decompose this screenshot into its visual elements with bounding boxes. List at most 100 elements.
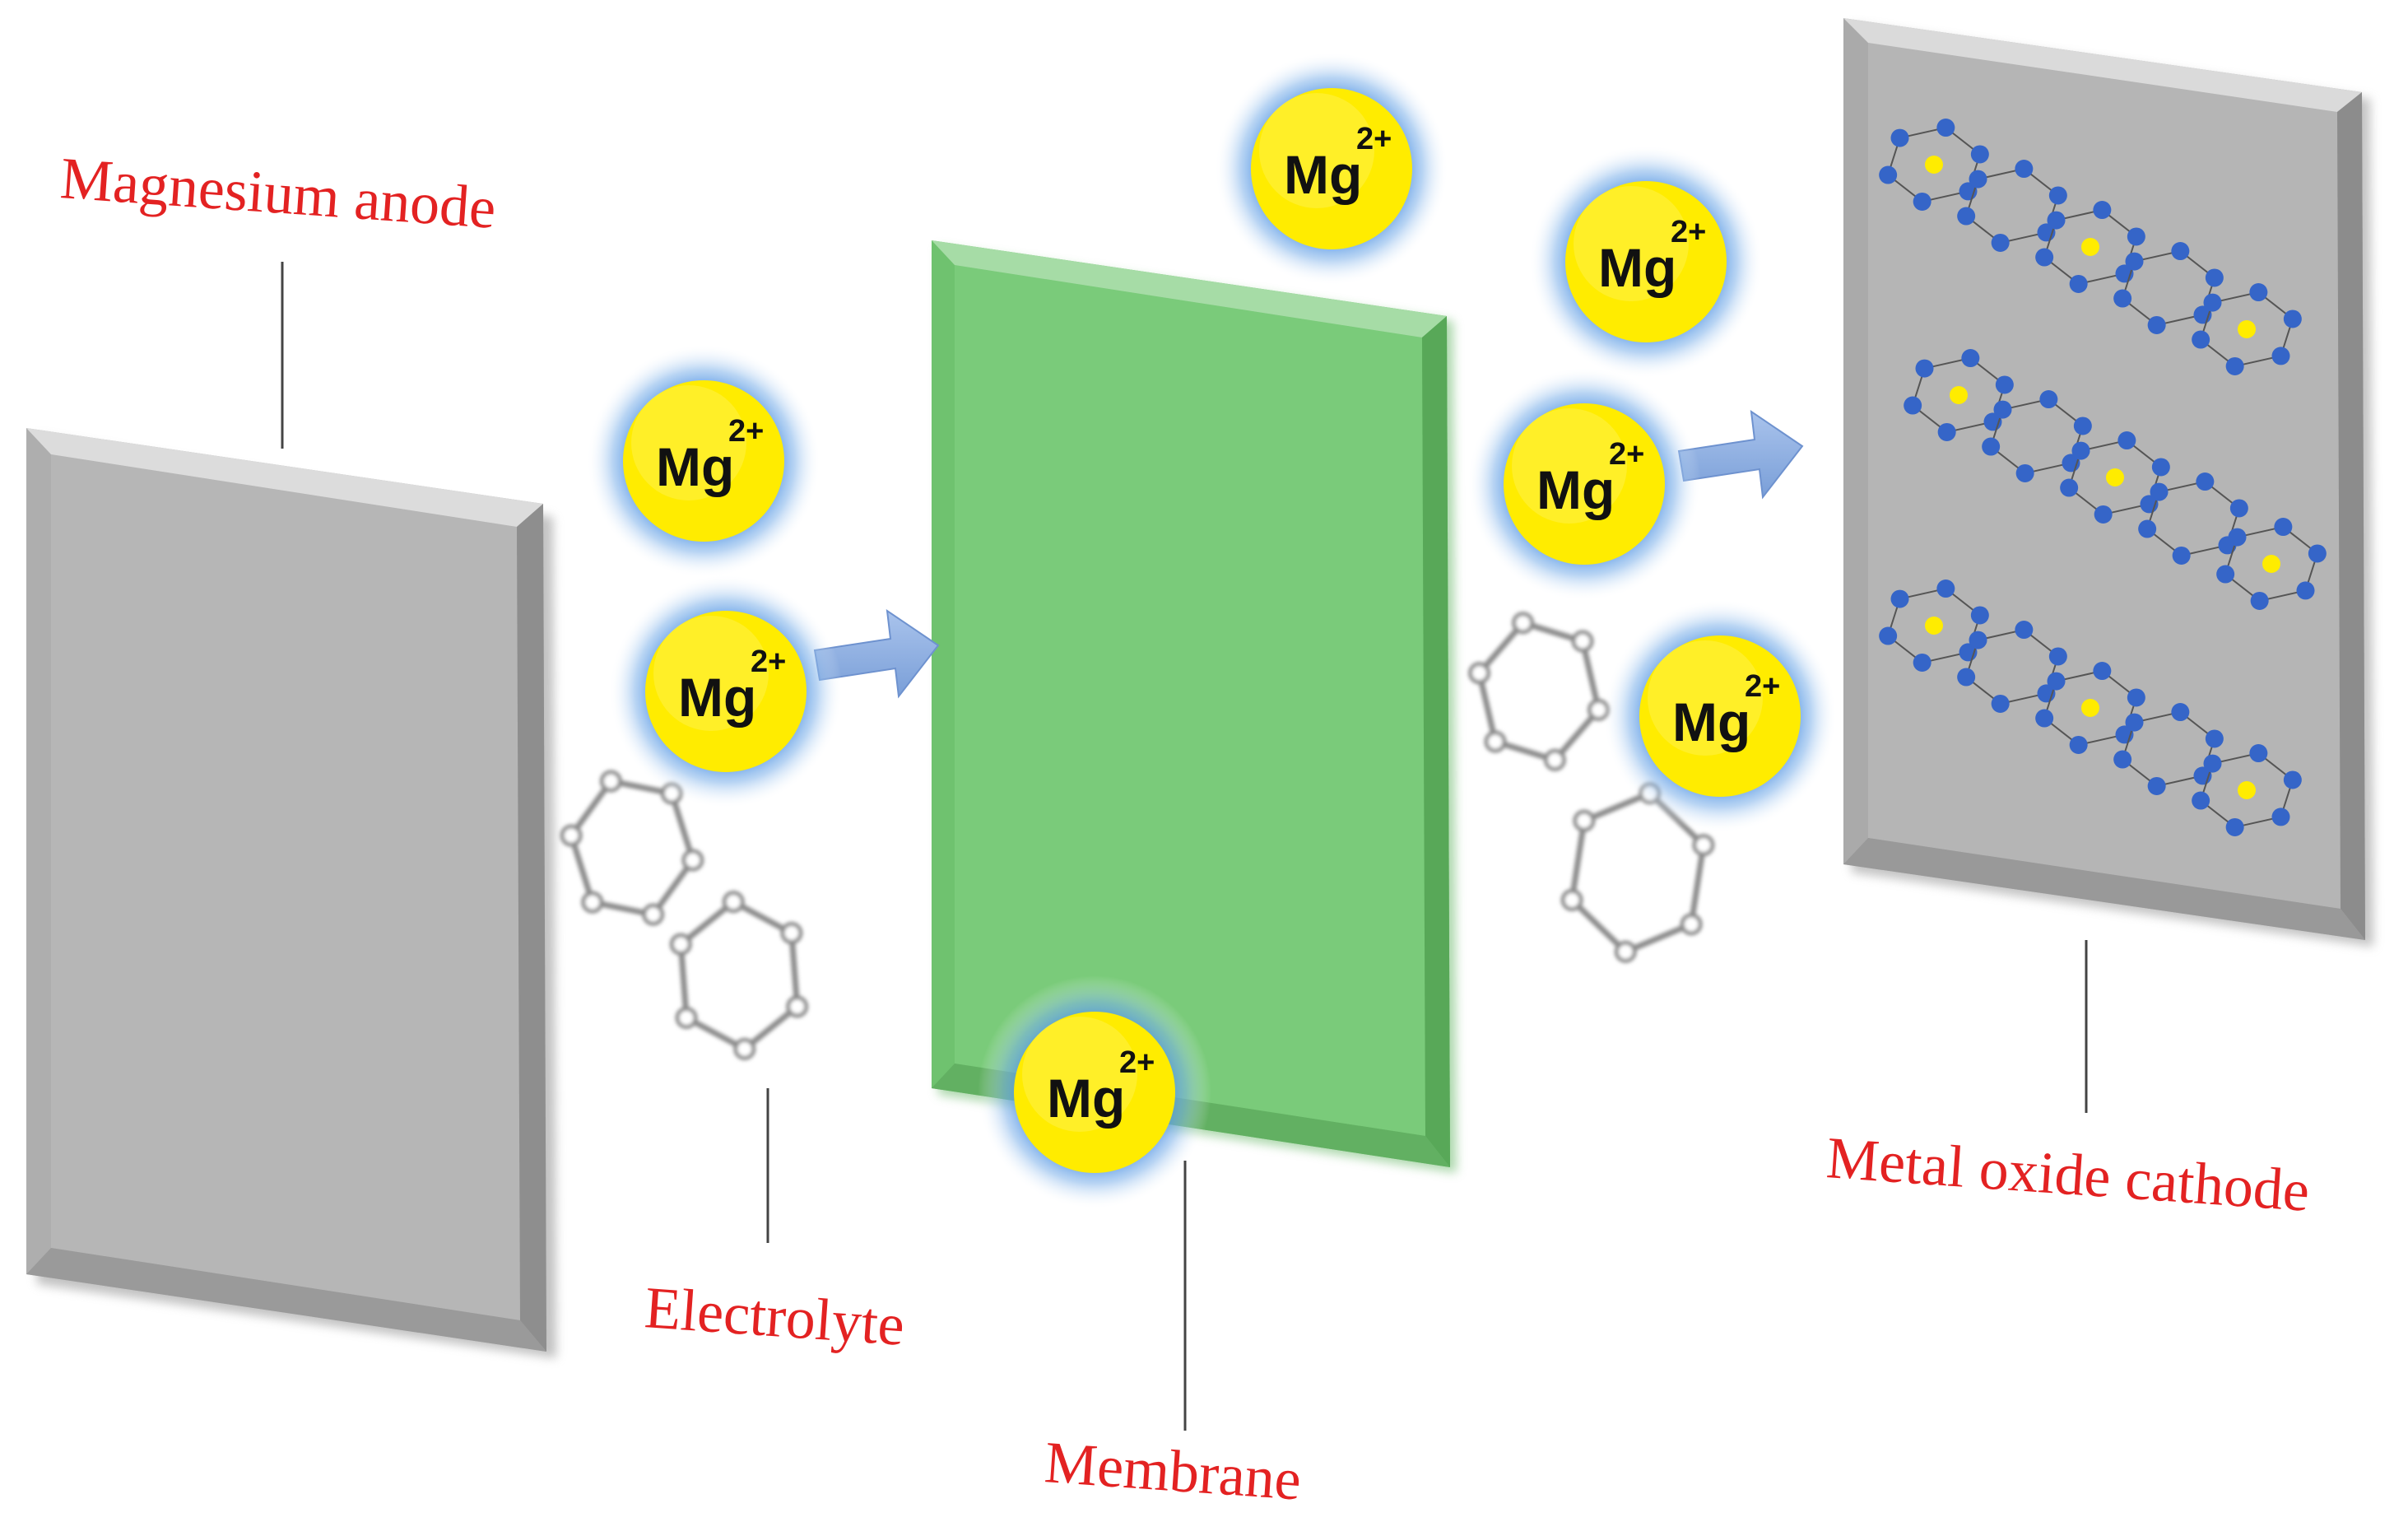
ion-symbol: Mg bbox=[1284, 144, 1362, 205]
lattice-atom bbox=[2035, 709, 2054, 728]
membrane-label: Membrane bbox=[1043, 1429, 1304, 1513]
lattice-atom bbox=[2035, 248, 2054, 267]
lattice-atom bbox=[2093, 662, 2112, 681]
lattice-atom bbox=[2047, 672, 2066, 691]
ion-charge: 2+ bbox=[1356, 122, 1392, 156]
mg-ion-membrane-bottom: Mg2+ bbox=[978, 975, 1211, 1209]
ion-symbol: Mg bbox=[1047, 1068, 1125, 1129]
lattice-atom bbox=[1890, 128, 1909, 147]
lattice-atom bbox=[1879, 165, 1898, 184]
lattice-center-atom bbox=[2106, 468, 2124, 486]
ion-charge: 2+ bbox=[1671, 215, 1706, 249]
ion-charge: 2+ bbox=[728, 414, 764, 449]
lattice-atom bbox=[2271, 808, 2290, 826]
lattice-atom bbox=[2171, 242, 2190, 261]
lattice-atom bbox=[2283, 310, 2302, 328]
lattice-atom bbox=[1970, 606, 1989, 625]
mg-ion-top-right: Mg2+ bbox=[1529, 145, 1763, 379]
lattice-cell bbox=[2035, 662, 2145, 754]
lattice-atom bbox=[1913, 653, 1932, 672]
lattice-atom bbox=[2283, 770, 2302, 789]
lattice-atom bbox=[2308, 544, 2327, 563]
mg-ion-left-lower: Mg2+ bbox=[609, 575, 843, 808]
lattice-atom bbox=[2048, 186, 2067, 205]
lattice-cell bbox=[2113, 242, 2224, 334]
ion-core bbox=[1251, 88, 1412, 249]
ion-symbol: Mg bbox=[1536, 459, 1615, 520]
lattice-atom bbox=[1913, 192, 1932, 211]
lattice-atom bbox=[2196, 472, 2215, 491]
lattice-atom bbox=[1936, 119, 1955, 137]
ion-highlight bbox=[1259, 93, 1374, 208]
mg-ion-right-lower: Mg2+ bbox=[1603, 599, 1837, 833]
lattice-atom bbox=[2048, 647, 2067, 666]
lattice-atom bbox=[2296, 581, 2315, 600]
lattice-atom bbox=[2147, 776, 2166, 795]
lattice-atom bbox=[1936, 579, 1955, 598]
lattice-atom bbox=[2225, 817, 2244, 836]
lattice-cell bbox=[1904, 349, 2014, 441]
leader-lines bbox=[281, 262, 2088, 1431]
ion-core bbox=[1565, 181, 1727, 342]
lattice-cell bbox=[1879, 119, 1989, 211]
lattice-atom bbox=[2047, 211, 2066, 230]
ion-highlight bbox=[631, 385, 746, 500]
electrolyte-molecule-3 bbox=[1468, 612, 1610, 771]
lattice-atom bbox=[2125, 252, 2144, 271]
electrolyte-molecule-2 bbox=[669, 891, 809, 1060]
ion-core bbox=[1014, 1012, 1175, 1173]
lattice-atom bbox=[2069, 274, 2088, 293]
lattice-atom bbox=[2015, 160, 2034, 179]
magnesium-anode-plate bbox=[26, 428, 556, 1358]
ion-core bbox=[623, 380, 784, 542]
lattice-atom bbox=[2039, 390, 2058, 409]
lattice-atom bbox=[1890, 589, 1909, 608]
ion-symbol: Mg bbox=[678, 667, 756, 728]
lattice-center-atom bbox=[2262, 555, 2280, 573]
lattice-center-atom bbox=[2081, 699, 2099, 717]
lattice-cell bbox=[2192, 744, 2302, 836]
lattice-center-atom bbox=[1950, 386, 1968, 404]
ion-highlight bbox=[1574, 186, 1689, 301]
ion-charge: 2+ bbox=[1609, 437, 1644, 472]
lattice-atom bbox=[1969, 631, 1987, 649]
ion-symbol: Mg bbox=[1672, 691, 1750, 752]
lattice-atom bbox=[2060, 478, 2079, 497]
lattice-atom bbox=[2216, 565, 2235, 584]
lattice-cell bbox=[1879, 579, 1989, 672]
lattice-atom bbox=[2117, 431, 2136, 450]
anode-label: Magnesium anode bbox=[58, 145, 498, 241]
lattice-atom bbox=[2203, 754, 2222, 773]
lattice-center-atom bbox=[2238, 320, 2256, 338]
lattice-atom bbox=[2138, 519, 2157, 538]
lattice-atom bbox=[2113, 289, 2132, 308]
lattice-atom bbox=[2205, 729, 2224, 748]
lattice-atom bbox=[2249, 283, 2268, 302]
lattice-atom bbox=[2127, 227, 2145, 246]
metal-oxide-cathode-plate bbox=[1843, 18, 2373, 947]
cathode-label: Metal oxide cathode bbox=[1825, 1124, 2312, 1224]
mg-ion-left-upper: Mg2+ bbox=[587, 344, 820, 578]
lattice-atom bbox=[1995, 375, 2014, 394]
lattice-atom bbox=[1991, 694, 2010, 713]
lattice-atom bbox=[1937, 422, 1956, 441]
lattice-atom bbox=[2225, 356, 2244, 375]
ion-symbol: Mg bbox=[1598, 237, 1676, 298]
ion-highlight bbox=[653, 616, 769, 731]
lattice-atom bbox=[1969, 170, 1987, 189]
lattice-atom bbox=[2171, 703, 2190, 722]
mg-ion-right-middle: Mg2+ bbox=[1467, 367, 1701, 601]
mg-ion-top-center: Mg2+ bbox=[1215, 52, 1448, 286]
lattice-atom bbox=[2274, 518, 2293, 537]
lattice-atom bbox=[2151, 458, 2170, 477]
lattice-atom bbox=[2147, 315, 2166, 334]
electrolyte-label: Electrolyte bbox=[643, 1274, 907, 1358]
lattice-atom bbox=[2250, 591, 2269, 610]
lattice-center-atom bbox=[1925, 156, 1943, 174]
lattice-atom bbox=[1957, 207, 1976, 226]
lattice-atom bbox=[2015, 621, 2034, 640]
lattice-cell bbox=[2216, 518, 2327, 610]
lattice-atom bbox=[2015, 463, 2034, 482]
lattice-center-atom bbox=[2081, 238, 2099, 256]
